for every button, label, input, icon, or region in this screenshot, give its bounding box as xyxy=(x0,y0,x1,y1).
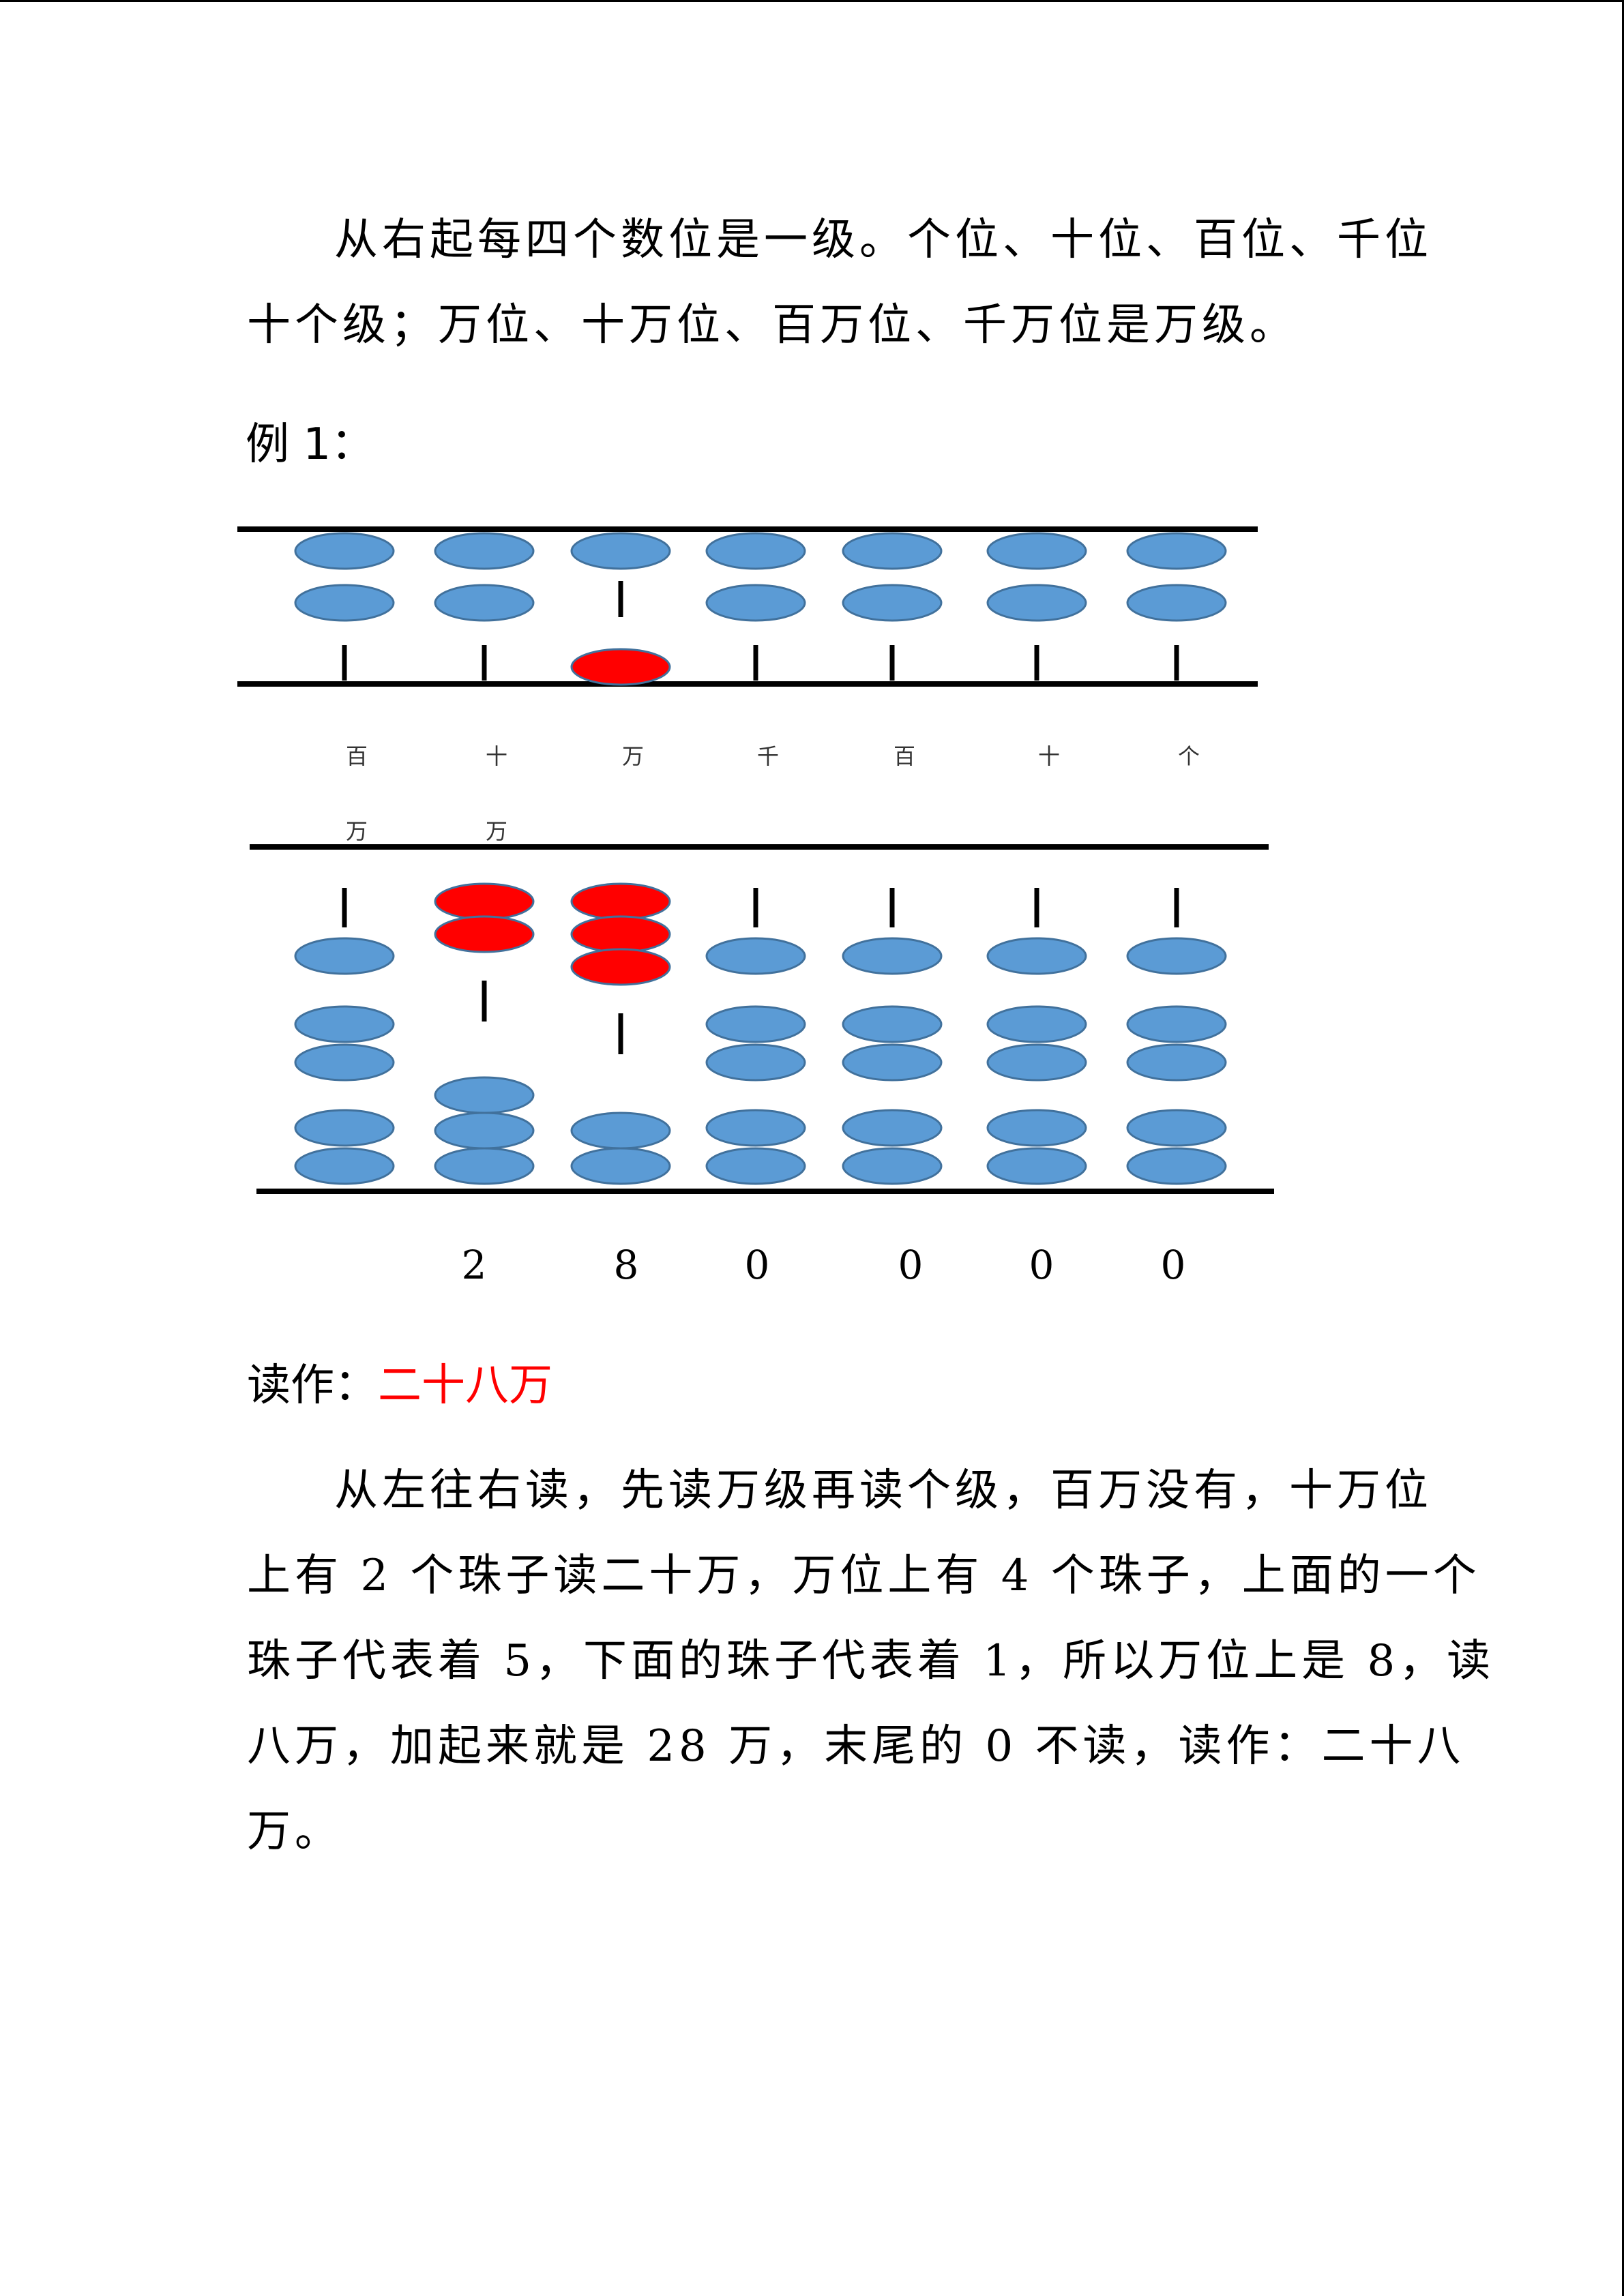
heaven-bead xyxy=(294,584,395,622)
place-label: 万 xyxy=(622,743,644,769)
earth-bead xyxy=(842,1147,943,1185)
page-right-border xyxy=(1622,0,1624,2296)
earth-bead-active xyxy=(434,882,535,921)
place-label: 千 xyxy=(757,743,779,769)
reading-line: 读作：二十八万 xyxy=(247,1350,552,1413)
earth-bead xyxy=(705,937,806,975)
earth-bead-active xyxy=(570,948,671,986)
earth-bead xyxy=(986,1147,1087,1185)
example-title: 例 1： xyxy=(246,419,375,470)
earth-bead-active xyxy=(570,882,671,921)
earth-bead xyxy=(986,937,1087,975)
place-label-line2: 万 xyxy=(346,818,368,844)
explanation-line-3: 珠子代表着 5，下面的珠子代表着 1，所以万位上是 8，读 xyxy=(247,1636,1495,1686)
earth-bead xyxy=(1126,937,1227,975)
heaven-bead xyxy=(705,532,806,570)
abacus-digit: 2 xyxy=(462,1242,487,1288)
heaven-bead xyxy=(434,584,535,622)
earth-bead xyxy=(294,1005,395,1043)
place-label-line2: 万 xyxy=(486,818,507,844)
earth-bead xyxy=(294,1109,395,1147)
earth-bead xyxy=(986,1005,1087,1043)
earth-bead xyxy=(434,1147,535,1185)
abacus-digit: 0 xyxy=(898,1242,924,1288)
heaven-bead xyxy=(705,584,806,622)
abacus-digit: 0 xyxy=(1161,1242,1186,1288)
earth-bead xyxy=(1126,1005,1227,1043)
earth-bead xyxy=(434,1112,535,1150)
earth-bead xyxy=(842,937,943,975)
intro-line-2: 十个级；万位、十万位、百万位、千万位是万级。 xyxy=(247,300,1297,351)
explanation-line-4: 八万，加起来就是 28 万，末尾的 0 不读，读作：二十八 xyxy=(247,1721,1465,1772)
reading-value: 二十八万 xyxy=(378,1360,552,1411)
heaven-bead xyxy=(570,532,671,570)
heaven-bead xyxy=(1126,584,1227,622)
reading-label: 读作： xyxy=(247,1360,378,1411)
heaven-bead xyxy=(294,532,395,570)
earth-bead xyxy=(705,1043,806,1082)
earth-bead xyxy=(1126,1109,1227,1147)
heaven-bead xyxy=(842,584,943,622)
heaven-bead xyxy=(986,532,1087,570)
explanation-line-1: 从左往右读，先读万级再读个级，百万没有，十万位 xyxy=(334,1465,1432,1516)
heaven-bead xyxy=(1126,532,1227,570)
earth-bead xyxy=(294,937,395,975)
explanation-line-5: 万。 xyxy=(247,1806,342,1857)
place-label: 十 xyxy=(1038,743,1060,769)
heaven-bead xyxy=(986,584,1087,622)
earth-bead xyxy=(570,1112,671,1150)
earth-bead-active xyxy=(434,915,535,953)
place-label: 十 xyxy=(486,743,507,769)
earth-bead xyxy=(705,1005,806,1043)
heaven-bead xyxy=(434,532,535,570)
abacus-digit: 0 xyxy=(745,1242,770,1288)
abacus-digit: 0 xyxy=(1029,1242,1054,1288)
place-label: 百 xyxy=(894,743,915,769)
earth-bead xyxy=(986,1109,1087,1147)
heaven-bead-active xyxy=(570,648,671,686)
heaven-bead xyxy=(842,532,943,570)
earth-bead xyxy=(842,1109,943,1147)
explanation-line-2: 上有 2 个珠子读二十万，万位上有 4 个珠子，上面的一个 xyxy=(247,1551,1481,1601)
earth-bead xyxy=(1126,1147,1227,1185)
earth-bead-active xyxy=(570,915,671,953)
intro-line-1: 从右起每四个数位是一级。个位、十位、百位、千位 xyxy=(334,215,1432,265)
earth-bead xyxy=(705,1109,806,1147)
earth-bead xyxy=(434,1076,535,1114)
earth-bead xyxy=(842,1043,943,1082)
earth-bead xyxy=(842,1005,943,1043)
earth-bead xyxy=(570,1147,671,1185)
earth-bead xyxy=(294,1147,395,1185)
abacus-digit: 8 xyxy=(614,1242,639,1288)
page-top-border xyxy=(0,0,1624,2)
earth-bead xyxy=(294,1043,395,1082)
earth-bead xyxy=(986,1043,1087,1082)
place-label: 个 xyxy=(1178,743,1200,769)
earth-bead xyxy=(1126,1043,1227,1082)
earth-bead xyxy=(705,1147,806,1185)
place-label: 百 xyxy=(346,743,368,769)
